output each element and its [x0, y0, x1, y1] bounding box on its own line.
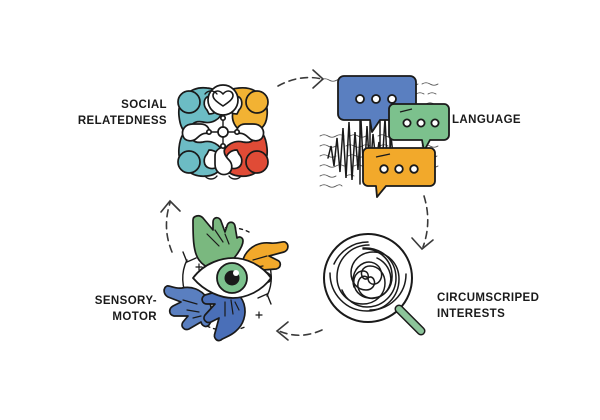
people-cluster-heart-icon: [177, 84, 269, 180]
label-circumscriped-interests: CIRCUMSCRIPED INTERESTS: [437, 292, 540, 320]
hand-green-top: [192, 214, 244, 270]
speech-bubbles-waveform-icon: [319, 75, 450, 198]
magnifier-spiral-icon: [323, 233, 426, 336]
label-language: LANGUAGE: [452, 114, 522, 126]
speech-bubble-yellow: [362, 147, 436, 198]
eye-icon: [192, 257, 272, 299]
magnifier-handle: [394, 304, 426, 336]
spiral-vortex: [329, 241, 407, 312]
connector-sensory-to-social: [160, 199, 181, 253]
connector-interests-to-sensory: [275, 321, 323, 341]
label-sensory-motor: SENSORY- MOTOR: [94, 295, 157, 323]
hand-blue-left: [163, 284, 213, 331]
hands-eye-icon: [163, 214, 289, 342]
connector-language-to-interests: [411, 195, 434, 251]
label-social-relatedness: SOCIAL RELATEDNESS: [77, 99, 167, 127]
connector-social-to-language: [277, 69, 325, 89]
speech-bubble-green: [388, 103, 450, 152]
